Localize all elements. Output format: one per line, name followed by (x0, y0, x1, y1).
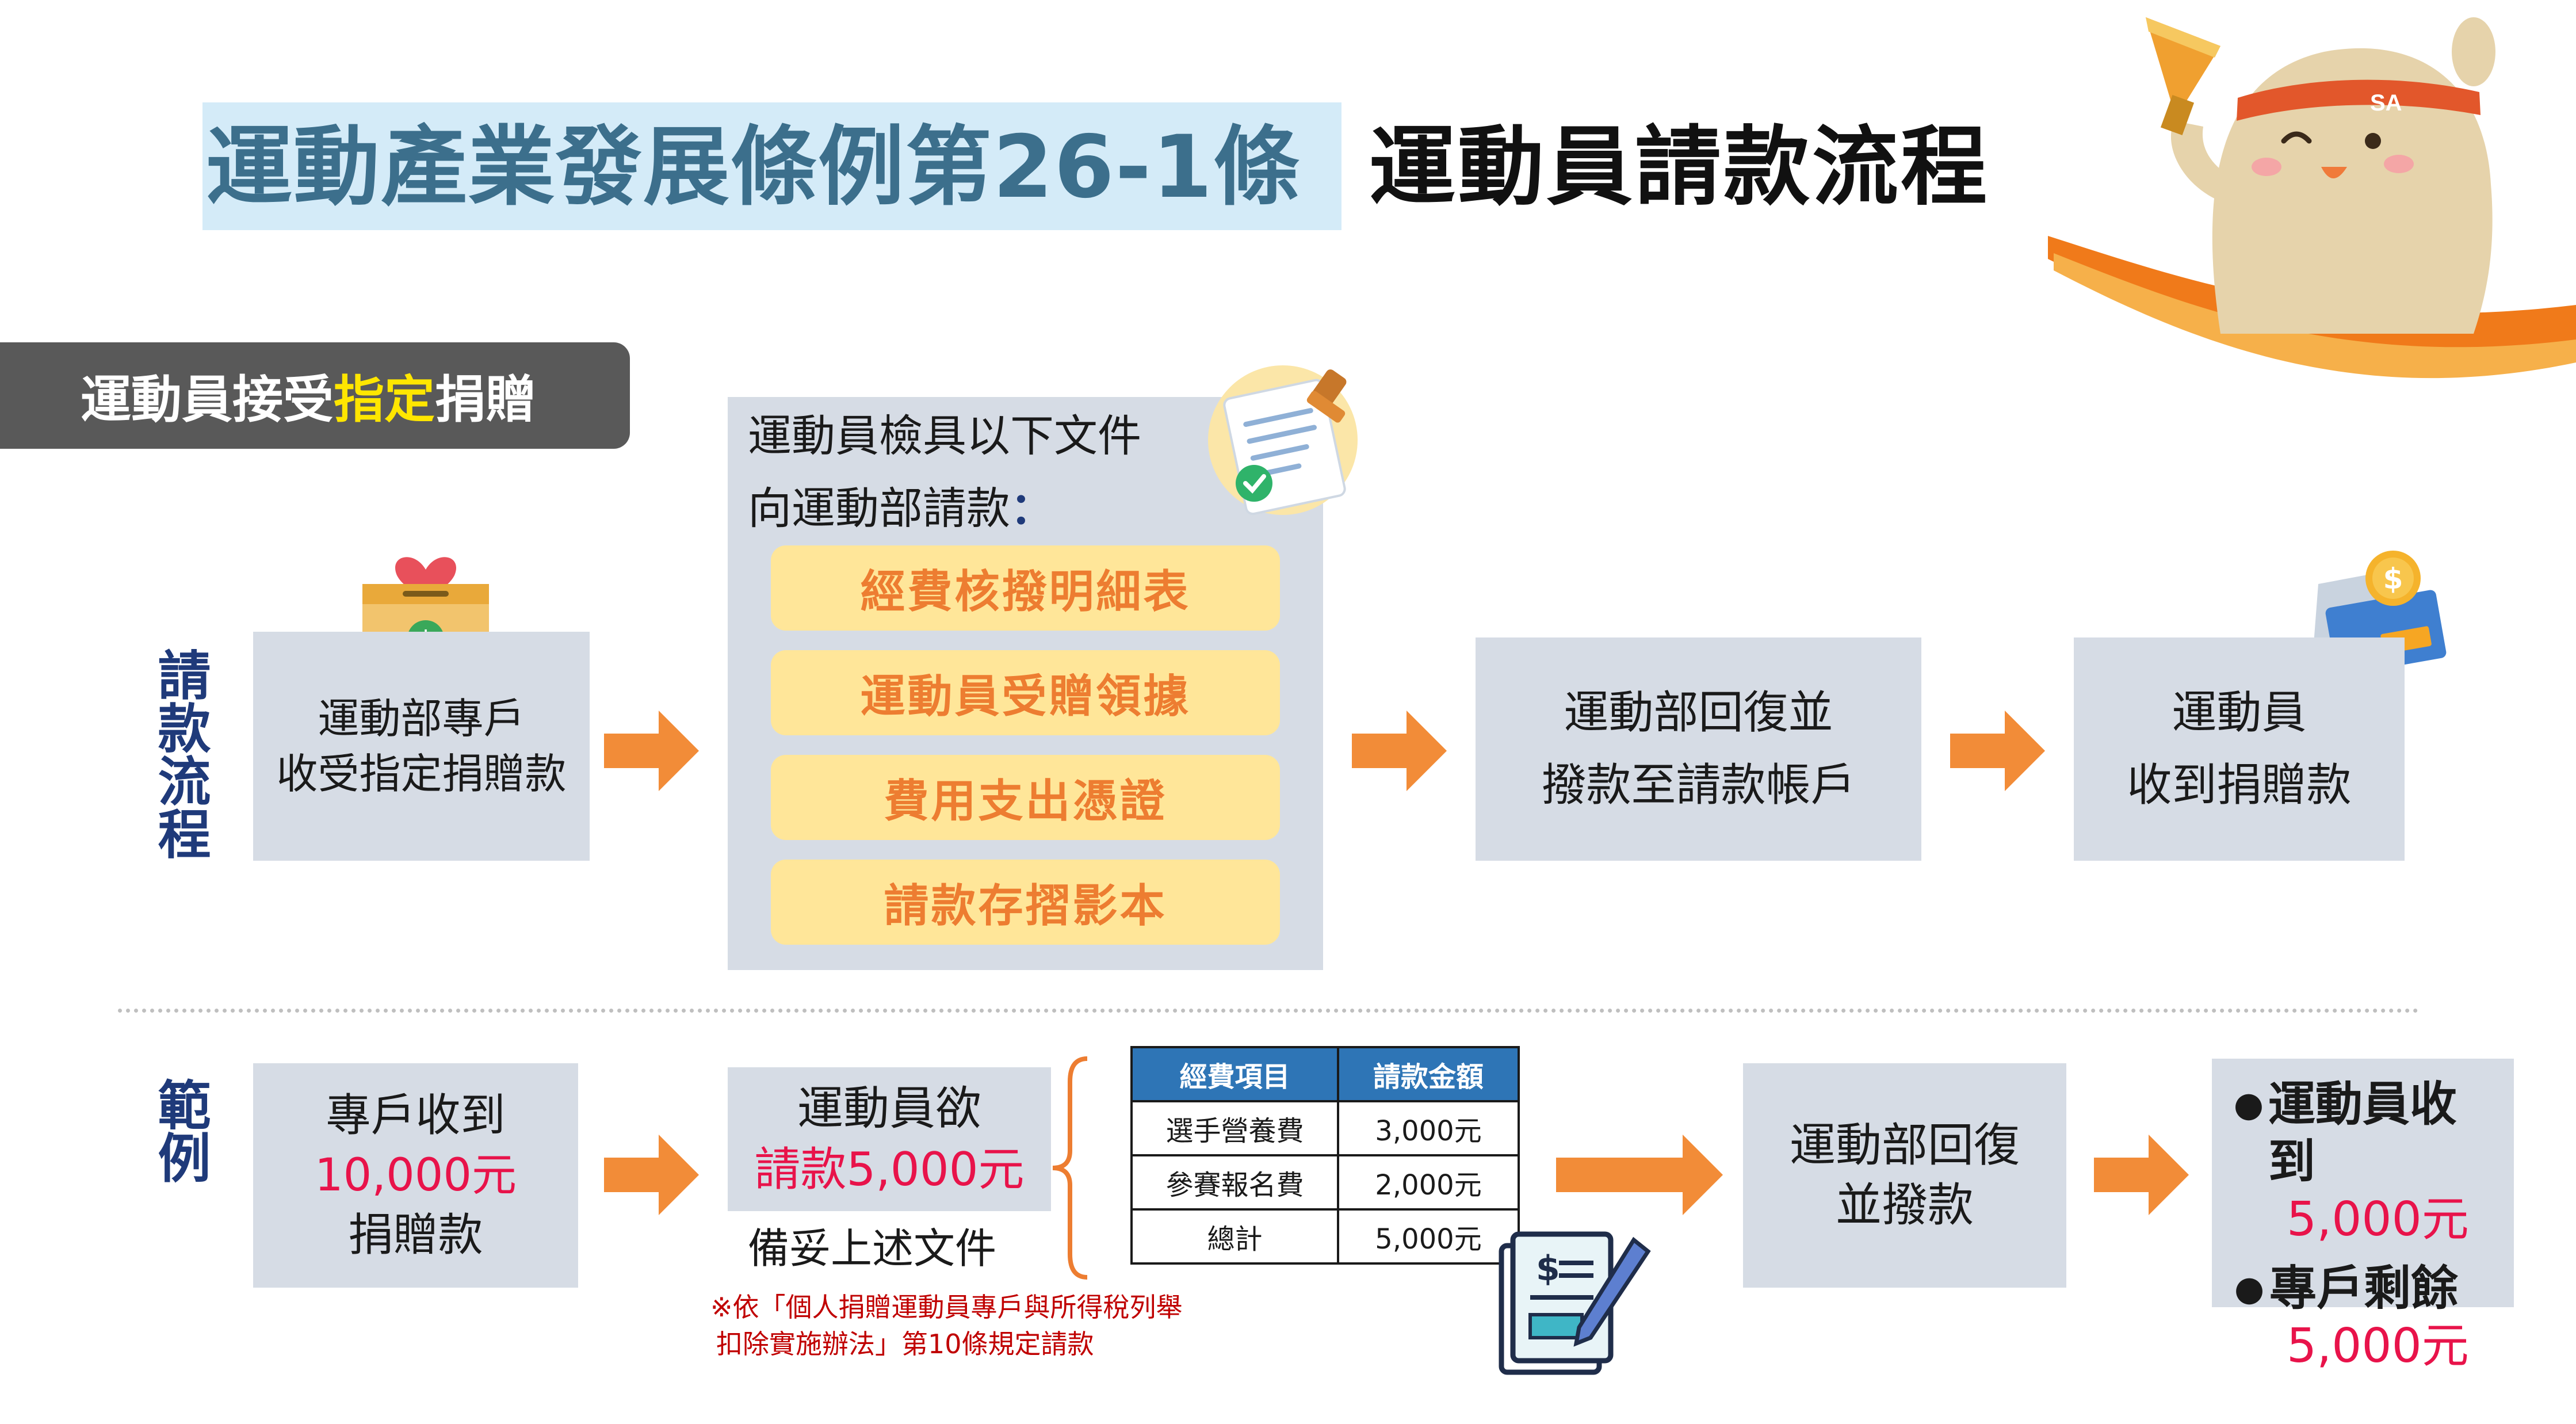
result-bullet1-label: 運動員收到 (2268, 1077, 2457, 1189)
process-side-label: 請款流程 (149, 648, 211, 860)
bullet-dot-icon: ● (2233, 1085, 2264, 1125)
step1-line2: 收受指定捐贈款 (276, 750, 567, 798)
fee-table-header-item: 經費項目 (1130, 1046, 1339, 1102)
bullet-dot-icon: ● (2234, 1269, 2265, 1309)
flow-arrow (604, 711, 699, 791)
documents-intro-line2: 向運動部請款： (748, 472, 1141, 545)
example-athlete-request: 運動員欲 請款5,000元 (728, 1067, 1051, 1211)
table-cell: 選手營養費 (1130, 1100, 1339, 1156)
flow-arrow (1352, 711, 1447, 791)
flow-arrow (604, 1135, 699, 1215)
table-bracket (1047, 1053, 1093, 1285)
example-box2-line2: 請款5,000元 (754, 1143, 1025, 1196)
example-box1-amount: 10,000元 (315, 1150, 517, 1201)
table-row: 選手營養費 3,000元 (1130, 1100, 1520, 1156)
tag-suffix: 捐贈 (435, 370, 537, 429)
example-side-label: 範例 (149, 1078, 211, 1184)
fee-table-wrapper: 經費項目 請款金額 選手營養費 3,000元 參賽報名費 2,000元 總計 5… (1130, 1046, 1520, 1265)
result-bullet2-amount: 5,000元 (2287, 1319, 2469, 1373)
flow-arrow (1556, 1135, 1723, 1215)
mascot-badge: SA (2370, 90, 2402, 116)
table-cell: 5,000元 (1337, 1208, 1520, 1265)
step4-line2: 收到捐贈款 (2127, 759, 2352, 811)
table-cell: 3,000元 (1337, 1100, 1520, 1156)
mascot-illustration: SA (2048, 12, 2576, 414)
page-title-law: 運動產業發展條例第26-1條 (206, 117, 1301, 217)
step3-line1: 運動部回復並 (1564, 687, 1833, 739)
example-box1-line1: 專戶收到 (326, 1090, 506, 1142)
documents-intro-line2-text: 向運動部請款 (748, 483, 1010, 534)
example-box1-line3: 捐贈款 (348, 1209, 483, 1261)
svg-text:$: $ (2383, 562, 2403, 595)
tag-highlight: 指定 (334, 370, 435, 429)
flow-arrow (2094, 1135, 2189, 1215)
svg-text:$: $ (1536, 1249, 1560, 1289)
invoice-pen-icon: $ (1490, 1228, 1657, 1384)
documents-intro-colon: ： (1010, 483, 1054, 534)
example-box3-line2: 並撥款 (1836, 1178, 1974, 1232)
regulation-note-line2: 扣除實施辦法」第10條規定請款 (716, 1328, 1094, 1360)
result-bullet2-label: 專戶剩餘 (2269, 1261, 2459, 1316)
table-row: 總計 5,000元 (1130, 1208, 1520, 1265)
document-stamp-icon (1202, 354, 1375, 518)
regulation-note: ※依「個人捐贈運動員專戶與所得稅列舉 扣除實施辦法」第10條規定請款 (710, 1289, 1183, 1362)
example-result: ● 運動員收到 5,000元 ● 專戶剩餘 5,000元 (2212, 1059, 2514, 1373)
result-bullet-account: ● 專戶剩餘 (2229, 1260, 2497, 1318)
table-cell: 2,000元 (1337, 1154, 1520, 1211)
document-item-receipt: 運動員受贈領據 (771, 650, 1280, 735)
flow-arrow (1950, 711, 2045, 791)
documents-intro-line1: 運動員檢具以下文件 (748, 410, 1141, 461)
document-item-expense-proof: 費用支出憑證 (771, 755, 1280, 840)
table-row: 參賽報名費 2,000元 (1130, 1154, 1520, 1211)
section-divider (118, 1009, 2419, 1013)
table-cell: 參賽報名費 (1130, 1154, 1339, 1211)
step3-line2: 撥款至請款帳戶 (1541, 759, 1856, 811)
process-step-ministry-pays: 運動部回復並 撥款至請款帳戶 (1476, 637, 1921, 861)
example-box3-line1: 運動部回復 (1790, 1118, 2020, 1172)
example-account-received: 專戶收到 10,000元 捐贈款 (253, 1063, 578, 1288)
process-step-donation-account: 運動部專戶 收受指定捐贈款 (253, 632, 590, 861)
result-bullet-athlete: ● 運動員收到 (2229, 1076, 2497, 1191)
step4-line1: 運動員 (2172, 687, 2307, 739)
page-title-process: 運動員請款流程 (1369, 117, 1990, 217)
fee-table: 經費項目 請款金額 選手營養費 3,000元 參賽報名費 2,000元 總計 5… (1130, 1046, 1520, 1265)
result-bullet1-amount: 5,000元 (2287, 1192, 2469, 1247)
step1-line1: 運動部專戶 (318, 694, 525, 743)
document-item-passbook-copy: 請款存摺影本 (771, 860, 1280, 945)
example-box2-line1: 運動員欲 (797, 1082, 981, 1135)
fee-table-header-amount: 請款金額 (1337, 1046, 1520, 1102)
regulation-note-line1: ※依「個人捐贈運動員專戶與所得稅列舉 (710, 1292, 1183, 1323)
tag-prefix: 運動員接受 (81, 370, 334, 429)
document-item-funding-sheet: 經費核撥明細表 (771, 545, 1280, 631)
example-ministry-pays: 運動部回復 並撥款 (1743, 1063, 2066, 1288)
title-highlight (202, 102, 1341, 230)
prepare-documents-label: 備妥上述文件 (748, 1224, 997, 1273)
table-cell: 總計 (1130, 1208, 1339, 1265)
process-step-athlete-receives: 運動員 收到捐贈款 (2074, 637, 2405, 861)
section-tag: 運動員接受指定捐贈 (0, 342, 630, 449)
documents-intro: 運動員檢具以下文件 向運動部請款： (748, 400, 1141, 545)
